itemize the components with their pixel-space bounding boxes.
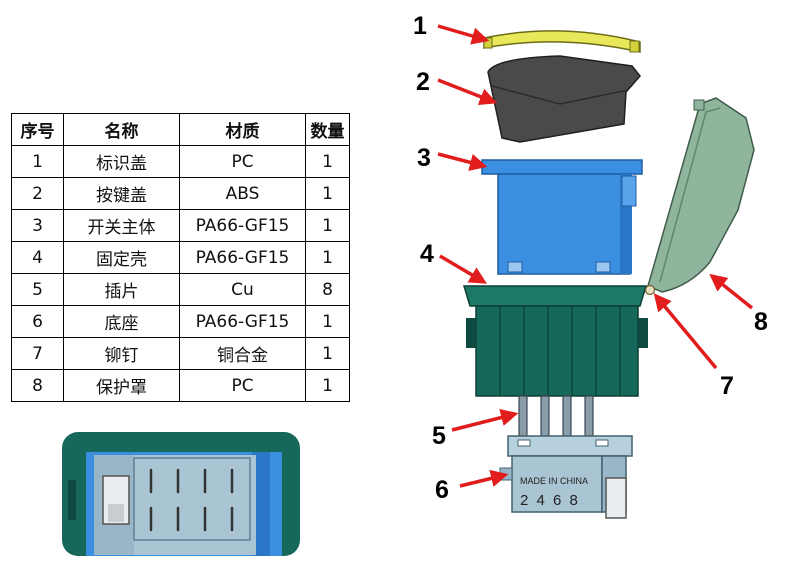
arrow-7 — [653, 293, 718, 370]
base-marking-origin: MADE IN CHINA — [520, 476, 588, 486]
part-base: MADE IN CHINA 2 4 6 8 — [499, 435, 633, 519]
arrow-1 — [437, 24, 490, 45]
row-qty: 1 — [305, 305, 350, 338]
row-material: PC — [179, 145, 306, 178]
arrow-3 — [437, 152, 488, 171]
header-name: 名称 — [63, 113, 180, 146]
row-material: PA66-GF15 — [179, 241, 306, 274]
part-switch-body — [481, 159, 643, 275]
callout-arrows — [437, 24, 754, 488]
part-housing — [462, 285, 648, 397]
part-rivet — [644, 284, 656, 296]
callout-7: 7 — [720, 372, 734, 400]
header-qty: 数量 — [305, 113, 350, 146]
row-no: 5 — [11, 273, 64, 306]
callout-4: 4 — [420, 240, 434, 268]
table-header-row: 序号 名称 材质 数量 — [11, 113, 350, 146]
row-material: Cu — [179, 273, 306, 306]
part-terminals — [518, 395, 594, 437]
row-no: 8 — [11, 369, 64, 402]
arrow-6 — [459, 469, 509, 488]
row-qty: 1 — [305, 369, 350, 402]
part-key-cap — [487, 55, 641, 143]
base-marking-pins: 2 4 6 8 — [520, 492, 580, 509]
top-view-side-tab — [68, 480, 76, 520]
part-label-cap — [483, 30, 641, 53]
row-material: PC — [179, 369, 306, 402]
row-material: PA66-GF15 — [179, 209, 306, 242]
callout-2: 2 — [416, 68, 430, 96]
callout-3: 3 — [417, 144, 431, 172]
top-view-pin-slots — [149, 468, 234, 532]
row-qty: 1 — [305, 241, 350, 274]
callout-1: 1 — [413, 12, 427, 40]
arrow-2 — [437, 78, 498, 106]
callout-5: 5 — [432, 422, 446, 450]
row-name: 铆钉 — [63, 337, 180, 370]
row-name: 底座 — [63, 305, 180, 338]
callout-8: 8 — [754, 308, 768, 336]
top-view-assembled — [62, 432, 300, 556]
row-name: 标识盖 — [63, 145, 180, 178]
header-no: 序号 — [11, 113, 64, 146]
row-material: ABS — [179, 177, 306, 210]
row-qty: 1 — [305, 145, 350, 178]
arrow-5 — [451, 408, 519, 432]
row-qty: 1 — [305, 177, 350, 210]
arrow-8 — [709, 273, 754, 310]
part-protective-cover — [647, 97, 755, 293]
row-no: 3 — [11, 209, 64, 242]
arrow-4 — [439, 254, 488, 284]
row-name: 保护罩 — [63, 369, 180, 402]
callout-6: 6 — [435, 476, 449, 504]
row-name: 插片 — [63, 273, 180, 306]
row-qty: 1 — [305, 337, 350, 370]
